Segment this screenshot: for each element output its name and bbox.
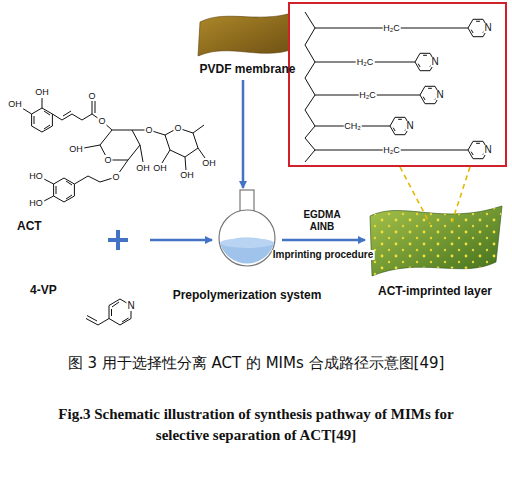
flow-arrow — [242, 80, 245, 188]
bond-line — [476, 143, 480, 144]
bond-line — [423, 55, 427, 56]
atom-label: OH — [152, 163, 168, 173]
membrane-box: PVDF membrane — [195, 6, 300, 80]
reagent-label: EGDMA AINB — [300, 209, 344, 233]
bond-line — [423, 97, 425, 100]
atom-label: N — [126, 301, 135, 311]
act-molecule: ACT — [5, 85, 150, 255]
atom-label: HO — [28, 171, 44, 181]
process-note: Imprinting procedure — [272, 250, 375, 260]
atom-label: O — [97, 116, 106, 126]
atom-label: CH₂ — [343, 121, 362, 131]
node-label: ACT — [17, 219, 42, 233]
bond-line — [471, 30, 473, 33]
atom-label: N — [483, 145, 492, 155]
atom-label: H₂C — [382, 23, 401, 33]
atom-label: OH — [68, 144, 84, 154]
atom-label: N — [430, 57, 439, 67]
bond-line — [418, 64, 420, 67]
atom-label: OH — [7, 99, 23, 109]
atom-label: N — [435, 90, 444, 100]
polymer-backbone — [305, 12, 315, 162]
atom-label: O — [87, 91, 96, 101]
bond-line — [393, 128, 395, 131]
figure-caption: 图 3 用于选择性分离 ACT 的 MIMs 合成路径示意图[49] — [50, 352, 462, 375]
atom-label: O — [144, 125, 153, 135]
bond-line — [476, 21, 480, 22]
atom-label: OH — [135, 163, 151, 173]
flow-arrow — [150, 239, 212, 242]
atom-label: H₂C — [356, 57, 375, 67]
flow-arrow — [282, 239, 365, 242]
bond-line — [471, 152, 473, 155]
atom-label: O — [103, 155, 112, 165]
atom-label: N — [405, 121, 414, 131]
imprinted-layer: ACT-imprinted layer — [365, 200, 505, 278]
node-label: PVDF membrane — [199, 62, 295, 76]
node-label: 4-VP — [30, 283, 57, 297]
atom-label: OH — [34, 87, 50, 97]
atom-label: O — [111, 172, 120, 182]
atom-label: OH — [201, 158, 217, 168]
atom-label: H₂C — [382, 145, 401, 155]
bond-line — [398, 119, 402, 120]
atom-label: O — [173, 123, 182, 133]
atom-label: OH — [179, 170, 195, 180]
node-label: ACT-imprinted layer — [378, 284, 492, 298]
figure-caption-en: Fig.3 Schematic illustration of synthesi… — [30, 404, 482, 446]
bond-line — [428, 88, 432, 89]
node-label: Prepolymerization system — [173, 288, 322, 302]
atom-label: H₂C — [358, 90, 377, 100]
atom-label: HO — [28, 198, 44, 208]
atom-label: N — [483, 23, 492, 33]
